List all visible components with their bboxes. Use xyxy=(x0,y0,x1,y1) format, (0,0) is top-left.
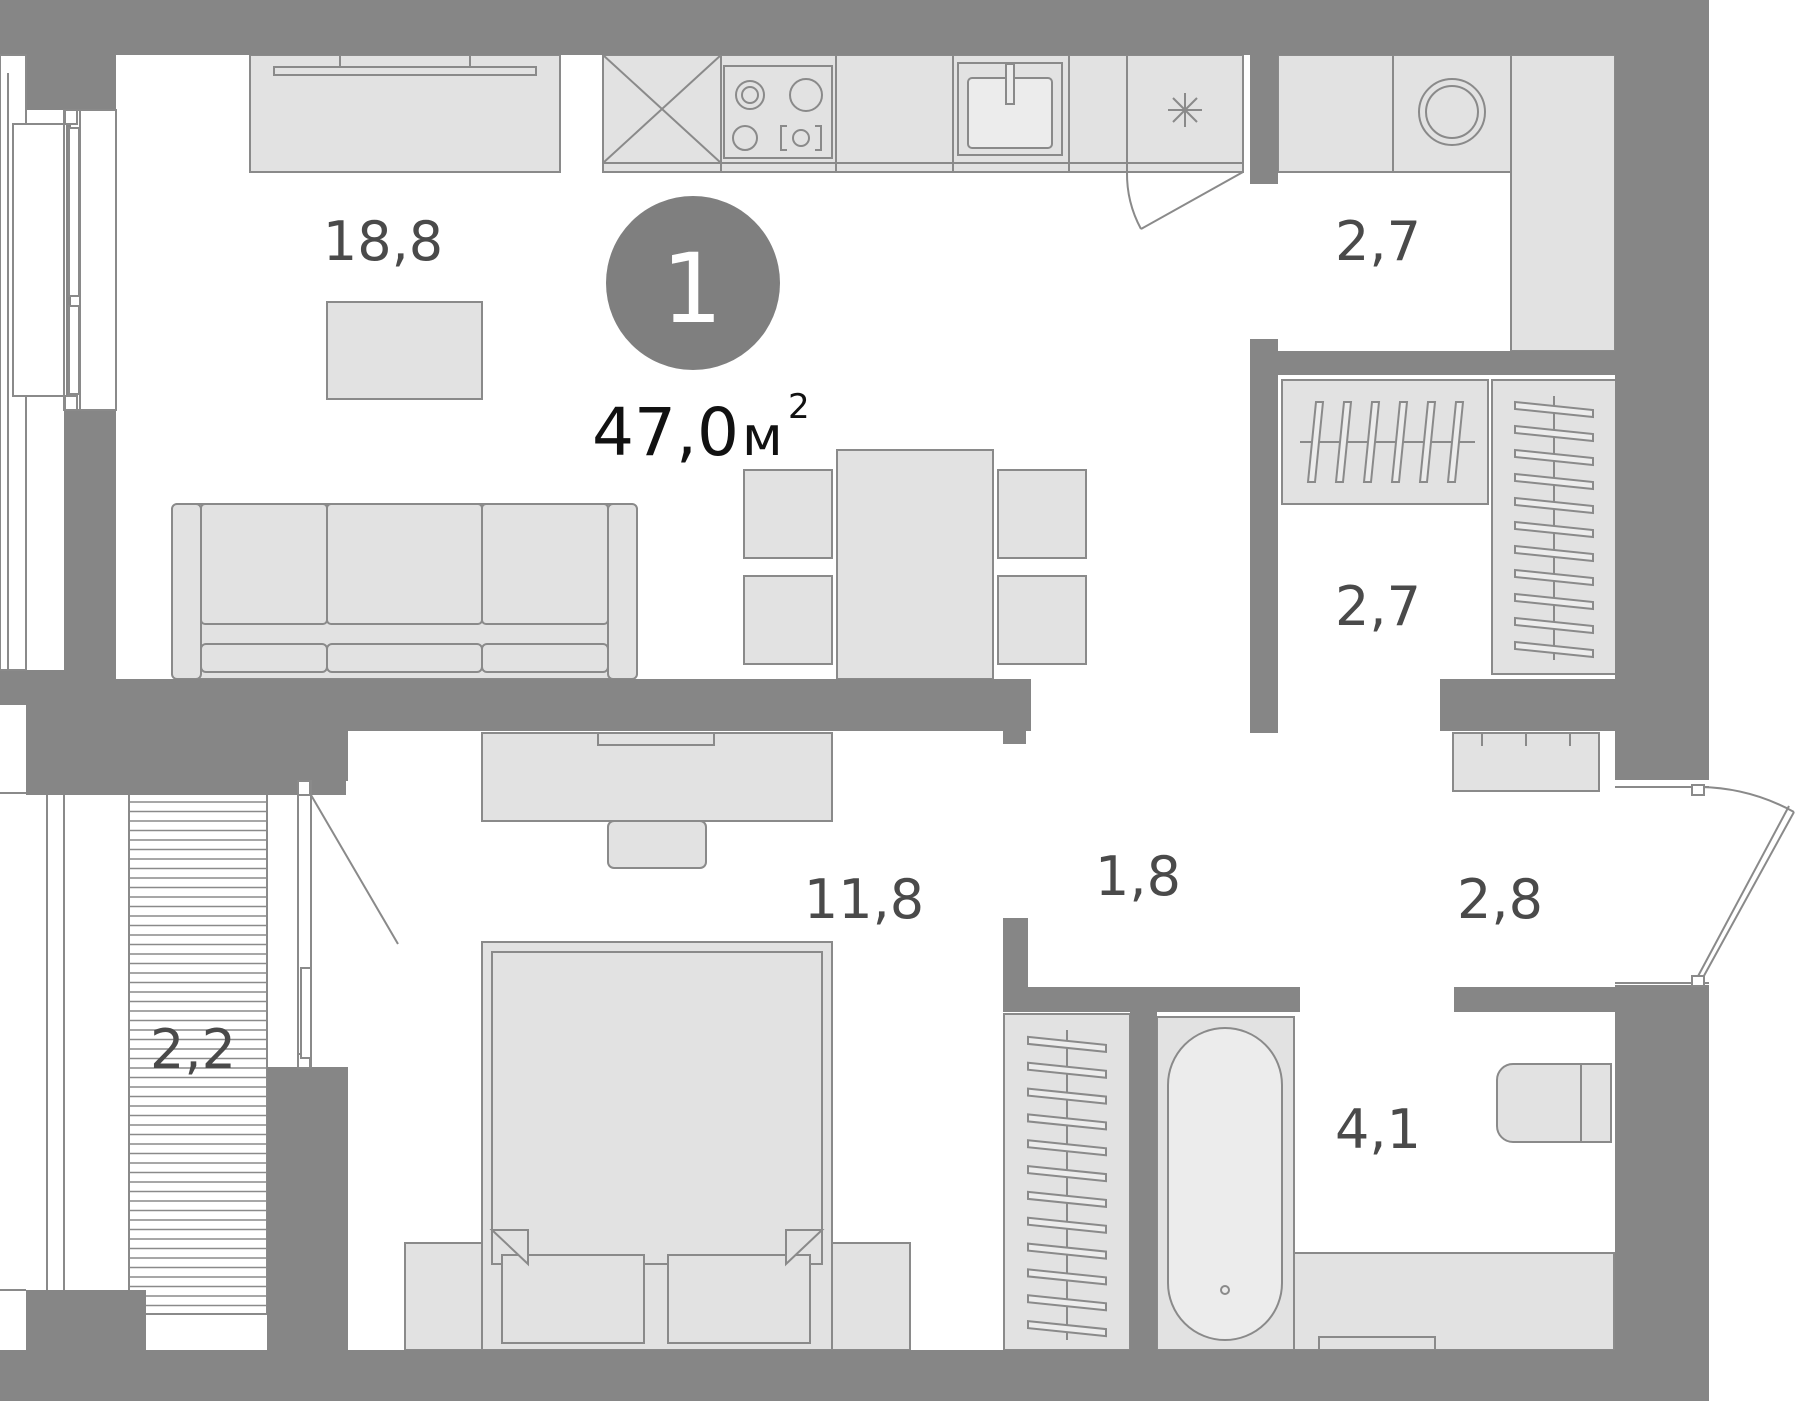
hanger xyxy=(1446,401,1465,483)
hanger xyxy=(1514,424,1594,443)
wardrobe-bath xyxy=(1003,1013,1131,1351)
total-area: 47,0 м 2 xyxy=(592,387,810,471)
hanger xyxy=(1027,1139,1107,1157)
hanger xyxy=(1027,1164,1107,1183)
wardrobe-top xyxy=(1281,379,1489,505)
hanger xyxy=(1027,1242,1107,1260)
coffee-table xyxy=(326,301,483,400)
bed xyxy=(404,941,911,1351)
hanger xyxy=(1027,1035,1107,1054)
hanger xyxy=(1514,640,1594,659)
entrance-door xyxy=(1615,784,1795,987)
area-bedroom: 11,8 xyxy=(804,868,924,931)
storage-shelf xyxy=(1510,54,1616,352)
area-wardrobe: 2,7 xyxy=(1335,575,1421,638)
bathtub xyxy=(1156,1016,1295,1351)
fridge-door-swing xyxy=(1125,171,1244,230)
hanger xyxy=(1027,1294,1107,1312)
area-storage-top: 2,7 xyxy=(1335,210,1421,273)
hanger xyxy=(1514,592,1594,611)
hanger xyxy=(1514,400,1594,419)
hanger xyxy=(1334,401,1353,483)
room-count: 1 xyxy=(661,233,722,345)
dishwasher-icon xyxy=(602,54,722,164)
total-area-unit: м xyxy=(742,405,783,468)
hanger xyxy=(1514,544,1594,563)
room-count-badge: 1 xyxy=(606,196,780,370)
hanger xyxy=(1390,401,1409,483)
hanger xyxy=(1418,401,1437,483)
sink-icon xyxy=(957,62,1063,156)
total-area-unit-sup: 2 xyxy=(788,387,810,427)
hanger xyxy=(1027,1216,1107,1234)
area-corridor: 1,8 xyxy=(1095,845,1181,908)
hanger xyxy=(1027,1061,1107,1079)
sofa xyxy=(171,503,638,680)
hanger xyxy=(1514,496,1594,515)
hob-icon xyxy=(723,65,833,159)
hangers xyxy=(1514,396,1594,660)
fridge-icon xyxy=(1168,93,1202,127)
tv-unit xyxy=(249,54,561,173)
hanger xyxy=(1362,401,1381,483)
shoe-bench xyxy=(1452,732,1600,792)
hanger xyxy=(1027,1113,1107,1131)
hangers xyxy=(1300,401,1475,483)
hanger xyxy=(1027,1268,1107,1286)
hanger xyxy=(1514,448,1594,467)
balcony-deck xyxy=(128,759,268,1315)
hanger xyxy=(1027,1087,1107,1105)
hangers xyxy=(1027,1030,1107,1340)
hanger xyxy=(1027,1190,1107,1209)
windows xyxy=(0,54,399,1069)
desk xyxy=(481,732,833,869)
dining-set xyxy=(743,449,1087,680)
total-area-value: 47,0 xyxy=(592,394,739,471)
wardrobe-side xyxy=(1491,379,1617,675)
balcony-rail xyxy=(0,792,129,1291)
kitchen-counter xyxy=(602,54,1244,173)
hanger xyxy=(1027,1319,1107,1338)
hanger xyxy=(1514,520,1594,539)
toilet xyxy=(1496,1063,1612,1143)
bath-counter xyxy=(1293,1252,1615,1351)
hanger xyxy=(1514,616,1594,635)
area-hall: 2,8 xyxy=(1457,868,1543,931)
hanger xyxy=(1514,472,1594,491)
hanger xyxy=(1514,568,1594,587)
washing-machine-icon xyxy=(1418,78,1486,146)
area-labels: 18,8 2,7 2,7 11,8 1,8 2,8 2,2 4,1 xyxy=(150,210,1543,1161)
laundry-counter xyxy=(1277,54,1512,173)
area-balcony: 2,2 xyxy=(150,1018,236,1081)
hanger xyxy=(1306,401,1325,483)
area-living-kitchen: 18,8 xyxy=(323,210,443,273)
area-bathroom: 4,1 xyxy=(1335,1098,1421,1161)
walls xyxy=(0,0,1709,1401)
